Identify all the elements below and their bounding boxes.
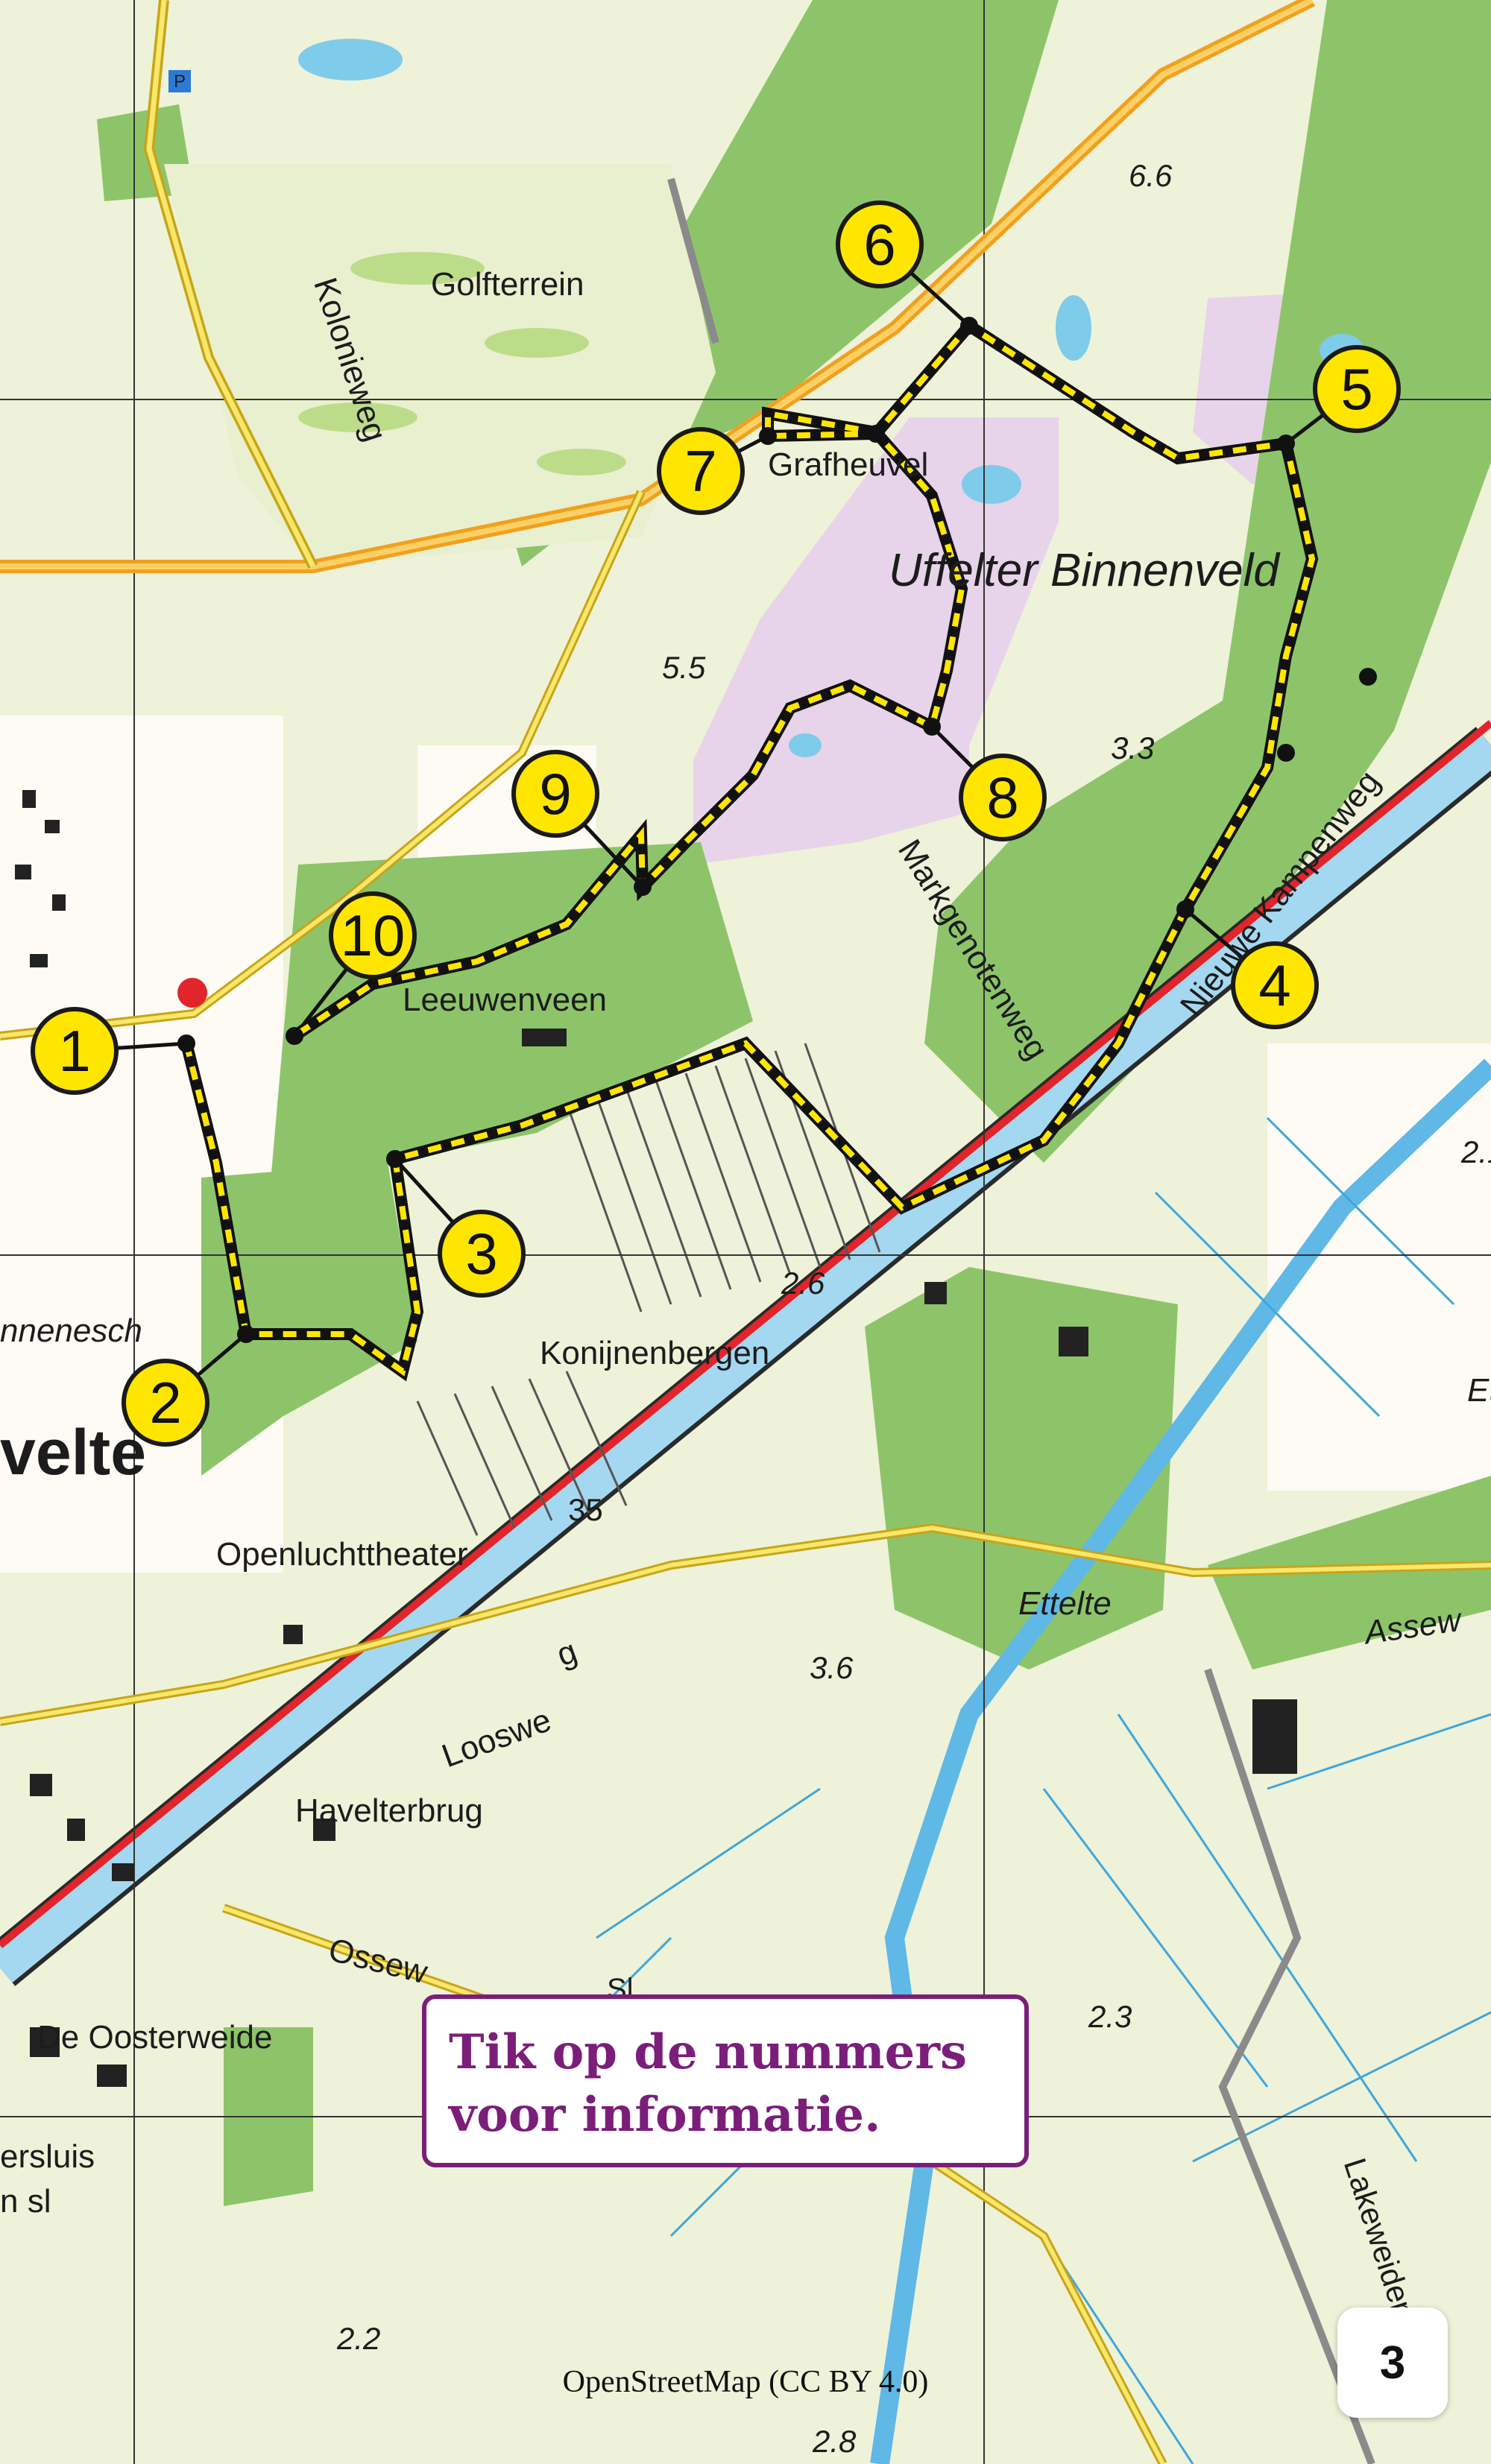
waypoint-4[interactable]: 4	[1231, 941, 1319, 1029]
label-konijnenbergen: Konijnenbergen	[540, 1335, 769, 1371]
canal	[0, 720, 1491, 1986]
map-attribution: OpenStreetMap (CC BY 4.0)	[562, 2365, 929, 2399]
waypoint-2[interactable]: 2	[122, 1359, 209, 1447]
label-golfterrein: Golfterrein	[431, 266, 584, 303]
svg-text:8: 8	[986, 765, 1018, 830]
waypoint-5[interactable]: 5	[1313, 345, 1401, 433]
waypoint-3[interactable]: 3	[438, 1210, 526, 1298]
buildings	[15, 790, 1297, 2087]
info-line-2: voor informatie.	[449, 2087, 881, 2143]
label-height-22: 2.2	[336, 2321, 380, 2356]
label-annenesch: nnenesch	[0, 1312, 142, 1349]
label-height-21: 2.1	[1460, 1134, 1491, 1169]
waypoint-7[interactable]: 7	[657, 427, 745, 515]
svg-text:4: 4	[1258, 953, 1290, 1018]
waypoint-9[interactable]: 9	[511, 750, 599, 838]
route-junctions	[177, 317, 1377, 1343]
label-uffelter-binnenveld: Uffelter Binnenveld	[889, 545, 1281, 596]
label-height-33: 3.3	[1111, 730, 1154, 765]
waypoint-8[interactable]: 8	[959, 754, 1047, 841]
label-leeuwenveen: Leeuwenveen	[403, 982, 607, 1018]
label-havelte: velte	[0, 1417, 146, 1488]
svg-text:2: 2	[149, 1370, 181, 1435]
waypoint-10[interactable]: 10	[329, 891, 417, 979]
orchard	[416, 1043, 881, 1536]
svg-text:6: 6	[863, 212, 895, 277]
label-height-28: 2.8	[812, 2424, 857, 2459]
label-height-23: 2.3	[1088, 1999, 1132, 2034]
label-height-66: 6.6	[1129, 158, 1173, 193]
svg-text:5: 5	[1340, 356, 1372, 422]
start-point-icon	[177, 978, 207, 1008]
parking-icon	[168, 70, 191, 92]
label-height-26: 2.6	[781, 1266, 825, 1301]
label-ersluis: ersluis	[0, 2138, 95, 2175]
waypoint-1[interactable]: 1	[31, 1007, 119, 1095]
label-de-oosterweide: De Oosterweide	[37, 2019, 272, 2056]
svg-text:7: 7	[684, 438, 716, 504]
label-grafheuvel: Grafheuvel	[768, 446, 928, 483]
label-height-36: 3.6	[810, 1650, 854, 1685]
page-number-button[interactable]: 3	[1337, 2307, 1448, 2418]
info-callout: Tik op de nummers voor informatie.	[422, 1994, 1029, 2167]
ditches	[446, 1116, 1491, 2464]
label-openluchttheater: Openluchttheater	[216, 1536, 468, 1573]
label-ettelte: Ettelte	[1018, 1585, 1112, 1622]
label-height-35: 35	[568, 1492, 603, 1527]
svg-text:1: 1	[58, 1018, 90, 1084]
svg-text:9: 9	[539, 761, 571, 827]
waypoint-6[interactable]: 6	[836, 200, 924, 288]
label-nsl: n sl	[0, 2183, 51, 2220]
svg-text:10: 10	[341, 903, 406, 968]
svg-text:3: 3	[465, 1221, 497, 1286]
waypoint-markers[interactable]: 1 2 3 4 5 6 7 8 9	[31, 200, 1401, 1447]
svg-text:P: P	[174, 72, 186, 92]
info-line-1: Tik op de nummers	[449, 2024, 967, 2080]
label-havelterbrug: Havelterbrug	[295, 1792, 483, 1829]
label-height-55: 5.5	[662, 650, 706, 685]
label-ett-2: Et	[1467, 1372, 1491, 1409]
